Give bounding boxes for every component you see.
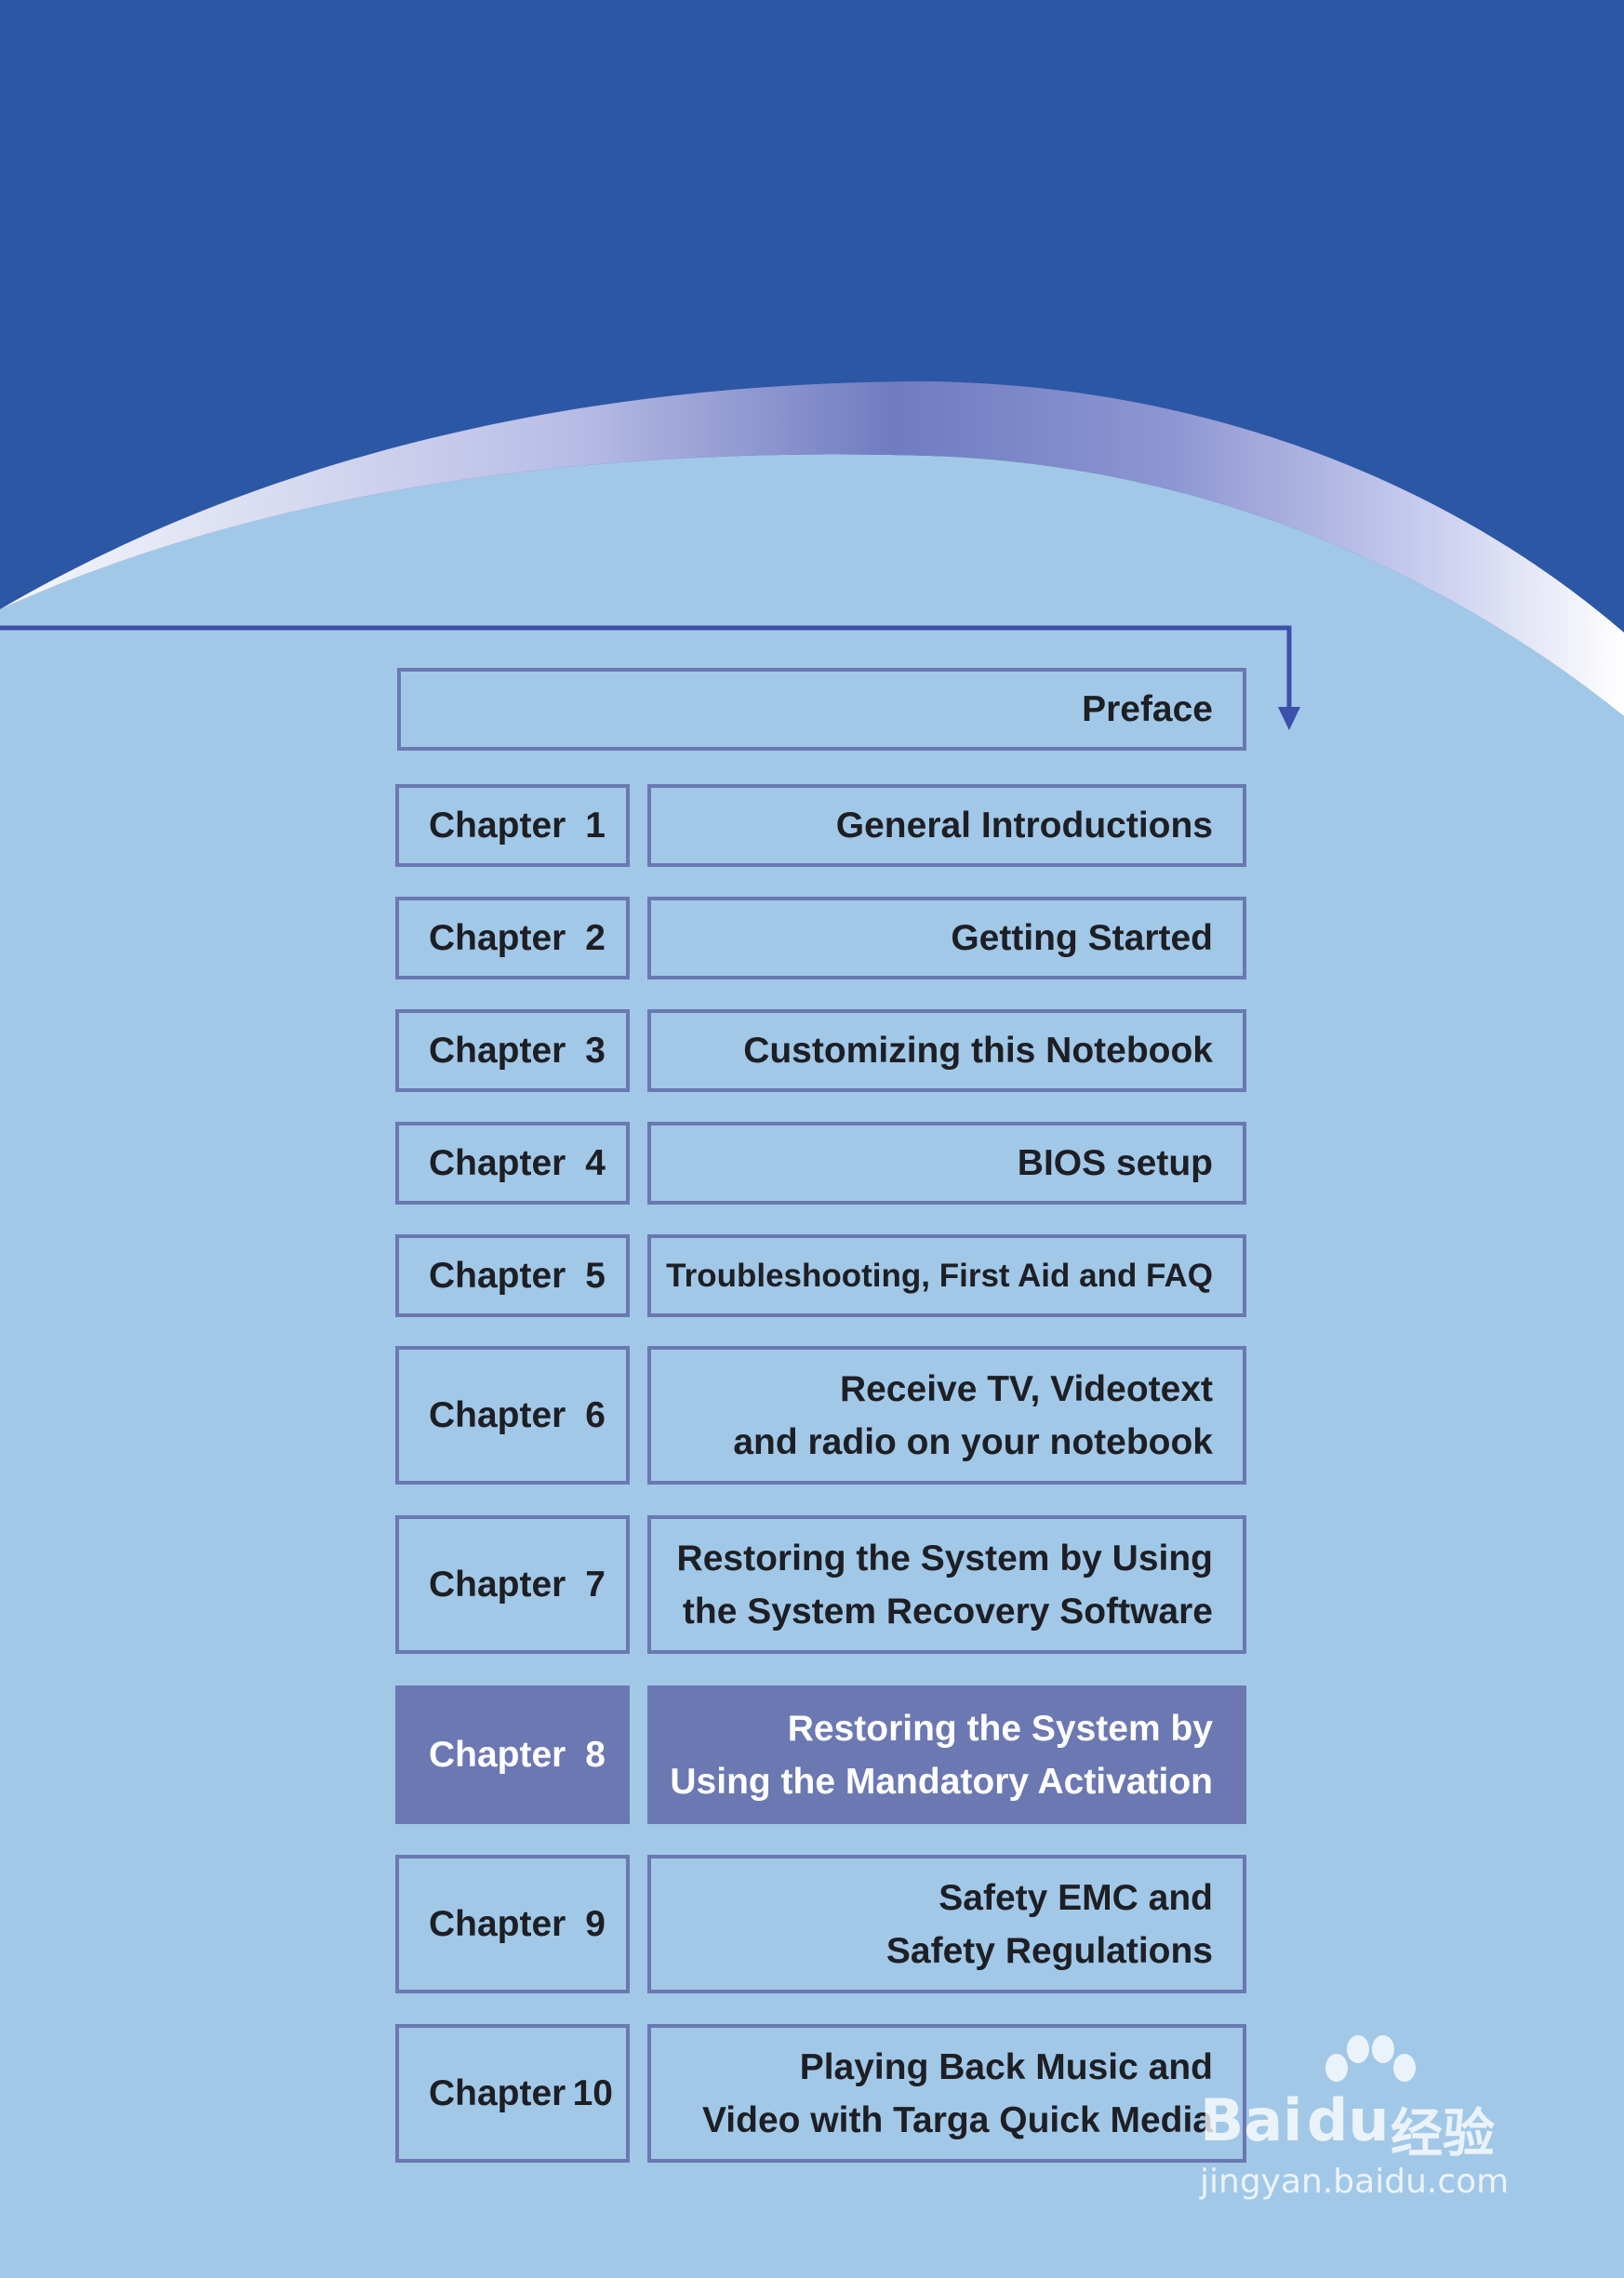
chapter-8-label-box[interactable]: Chapter 8 xyxy=(395,1685,630,1824)
chapter-number: 10 xyxy=(572,2072,613,2113)
watermark-brand: Bai xyxy=(1200,2086,1303,2154)
chapter-number: 4 xyxy=(585,1142,606,1183)
chapter-word: Chapter xyxy=(429,1564,566,1605)
chapter-1-label-box[interactable]: Chapter 1 xyxy=(395,784,630,867)
chapter-title: Receive TV, Videotext and radio on your … xyxy=(733,1368,1213,1462)
chapter-title: Safety EMC and Safety Regulations xyxy=(885,1877,1213,1971)
chapter-2-title-box[interactable]: Getting Started xyxy=(647,897,1246,979)
chapter-title: General Introductions xyxy=(835,806,1213,846)
chapter-4-label-box[interactable]: Chapter 4 xyxy=(395,1122,630,1205)
chapter-number: 8 xyxy=(585,1734,606,1775)
chapter-word: Chapter xyxy=(429,2072,566,2113)
chapter-9-label-box[interactable]: Chapter 9 xyxy=(395,1855,630,1993)
chapter-word: Chapter xyxy=(429,1255,566,1296)
chapter-5-label-box[interactable]: Chapter 5 xyxy=(395,1234,630,1317)
chapter-3-title-box[interactable]: Customizing this Notebook xyxy=(647,1009,1246,1092)
chapter-4-title-box[interactable]: BIOS setup xyxy=(647,1122,1246,1205)
chapter-number: 6 xyxy=(585,1394,606,1435)
chapter-word: Chapter xyxy=(429,1734,566,1775)
paw-icon xyxy=(1325,2035,1416,2082)
header-band xyxy=(0,0,1624,716)
chapter-word: Chapter xyxy=(429,917,566,958)
chapter-word: Chapter xyxy=(429,805,566,846)
chapter-number: 9 xyxy=(585,1903,606,1944)
chapter-7-label-box[interactable]: Chapter 7 xyxy=(395,1515,630,1654)
header-swoosh xyxy=(0,381,1624,716)
watermark-brand-mark: du xyxy=(1307,2086,1390,2154)
chapter-title: Getting Started xyxy=(951,918,1213,958)
chapter-word: Chapter xyxy=(429,1142,566,1183)
chapter-3-label-box[interactable]: Chapter 3 xyxy=(395,1009,630,1092)
chapter-title: Customizing this Notebook xyxy=(743,1031,1213,1071)
chapter-title: Restoring the System by Using the System… xyxy=(676,1538,1213,1632)
watermark-url: jingyan.baidu.com xyxy=(1200,2163,1510,2201)
chapter-number: 1 xyxy=(585,805,606,846)
watermark-suffix: 经验 xyxy=(1391,2104,1495,2165)
preface-arrow-head xyxy=(1278,707,1300,730)
preface-entry[interactable]: Preface xyxy=(397,668,1246,751)
chapter-5-title-box[interactable]: Troubleshooting, First Aid and FAQ xyxy=(647,1234,1246,1317)
chapter-9-title-box[interactable]: Safety EMC and Safety Regulations xyxy=(647,1855,1246,1993)
chapter-number: 2 xyxy=(585,917,606,958)
chapter-8-title-box[interactable]: Restoring the System by Using the Mandat… xyxy=(647,1685,1246,1824)
chapter-2-label-box[interactable]: Chapter 2 xyxy=(395,897,630,979)
chapter-number: 7 xyxy=(585,1564,606,1605)
chapter-1-title-box[interactable]: General Introductions xyxy=(647,784,1246,867)
chapter-title: BIOS setup xyxy=(1017,1143,1213,1183)
chapter-number: 3 xyxy=(585,1030,606,1071)
baidu-watermark: Bai du 经验 jingyan.baidu.com xyxy=(1200,2032,1572,2201)
chapter-10-title-box[interactable]: Playing Back Music and Video with Targa … xyxy=(647,2024,1246,2163)
chapter-6-label-box[interactable]: Chapter 6 xyxy=(395,1346,630,1485)
chapter-title: Restoring the System by Using the Mandat… xyxy=(670,1708,1213,1802)
chapter-10-label-box[interactable]: Chapter 10 xyxy=(395,2024,630,2163)
chapter-title: Playing Back Music and Video with Targa … xyxy=(701,2046,1213,2140)
chapter-6-title-box[interactable]: Receive TV, Videotext and radio on your … xyxy=(647,1346,1246,1485)
chapter-number: 5 xyxy=(585,1255,606,1296)
preface-label: Preface xyxy=(1082,688,1213,729)
chapter-title: Troubleshooting, First Aid and FAQ xyxy=(666,1258,1213,1294)
preface-connector-line xyxy=(0,625,1292,712)
chapter-word: Chapter xyxy=(429,1030,566,1071)
chapter-word: Chapter xyxy=(429,1903,566,1944)
chapter-word: Chapter xyxy=(429,1394,566,1435)
chapter-7-title-box[interactable]: Restoring the System by Using the System… xyxy=(647,1515,1246,1654)
